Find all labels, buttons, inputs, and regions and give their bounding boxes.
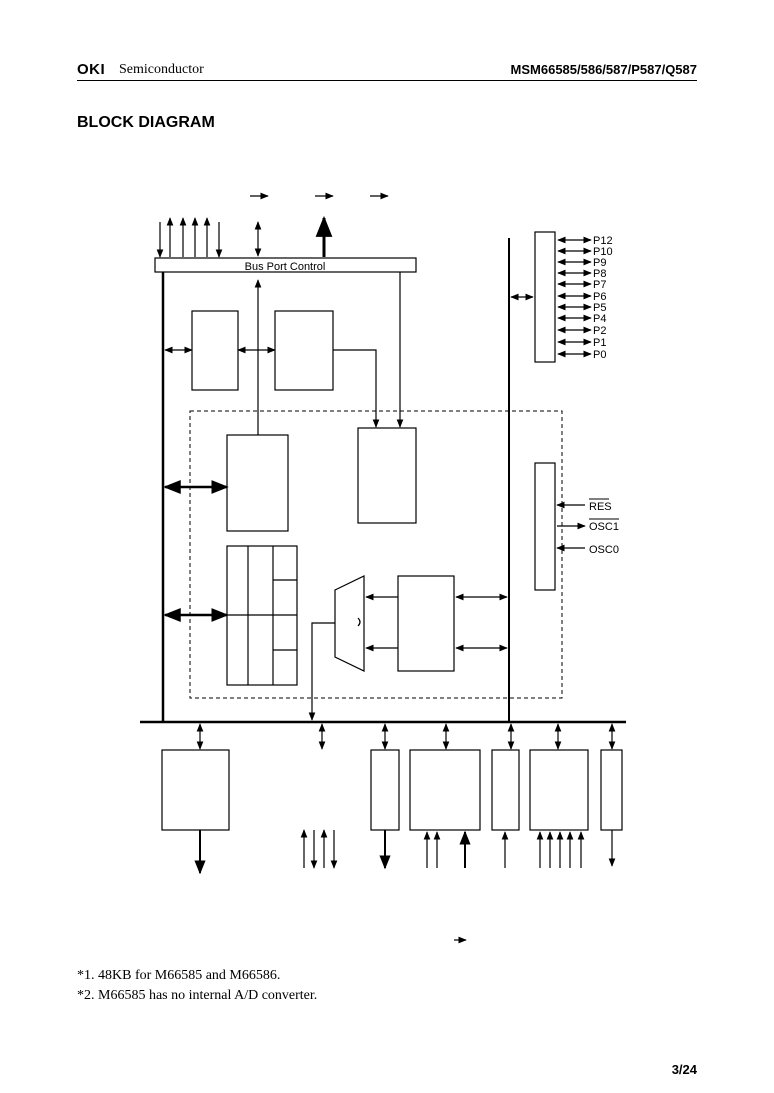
mux-to-bus bbox=[308, 622, 335, 721]
pin-p0: P0 bbox=[593, 349, 606, 361]
multiplexer bbox=[334, 575, 365, 672]
oki-logo: OKI bbox=[77, 61, 106, 78]
pin-p10: P10 bbox=[593, 246, 613, 258]
pin-osc1: OSC1 bbox=[589, 521, 619, 533]
pin-p7: P7 bbox=[593, 279, 606, 291]
control-block bbox=[534, 462, 556, 591]
block-c bbox=[357, 427, 417, 524]
footnote-1: *1. 48KB for M66585 and M66586. bbox=[77, 968, 281, 983]
peripheral-2 bbox=[370, 749, 400, 831]
company-name: Semiconductor bbox=[119, 62, 204, 77]
section-title: BLOCK DIAGRAM bbox=[77, 114, 215, 131]
header-rule bbox=[77, 80, 697, 81]
footnote-2: *2. M66585 has no internal A/D converter… bbox=[77, 988, 318, 1003]
cpu-core-region bbox=[189, 410, 563, 699]
peripheral-5 bbox=[529, 749, 589, 831]
pin-res: RES bbox=[589, 501, 612, 513]
pin-p12: P12 bbox=[593, 235, 613, 247]
block-b-to-c bbox=[333, 349, 380, 428]
peripheral-1 bbox=[161, 749, 230, 831]
pin-p6: P6 bbox=[593, 291, 606, 303]
pin-p4: P4 bbox=[593, 313, 606, 325]
peripheral-6 bbox=[600, 749, 623, 831]
peripheral-4 bbox=[491, 749, 520, 831]
pin-p2: P2 bbox=[593, 325, 606, 337]
pin-p1: P1 bbox=[593, 337, 606, 349]
part-numbers: MSM66585/586/587/P587/Q587 bbox=[510, 62, 697, 77]
multiplexer-mark bbox=[357, 617, 361, 627]
pin-p8: P8 bbox=[593, 268, 606, 280]
block-b bbox=[274, 310, 334, 391]
block-cpu bbox=[226, 434, 289, 532]
pin-osc0: OSC0 bbox=[589, 544, 619, 556]
bus-port-control-label: Bus Port Control bbox=[245, 261, 326, 273]
peripheral-3 bbox=[409, 749, 481, 831]
pin-p9: P9 bbox=[593, 257, 606, 269]
block-a bbox=[191, 310, 239, 391]
page-number: 3/24 bbox=[671, 1062, 697, 1077]
block-adc bbox=[397, 575, 455, 672]
bus-port-control-box bbox=[154, 257, 417, 273]
port-block bbox=[534, 231, 556, 363]
pin-p5: P5 bbox=[593, 302, 606, 314]
